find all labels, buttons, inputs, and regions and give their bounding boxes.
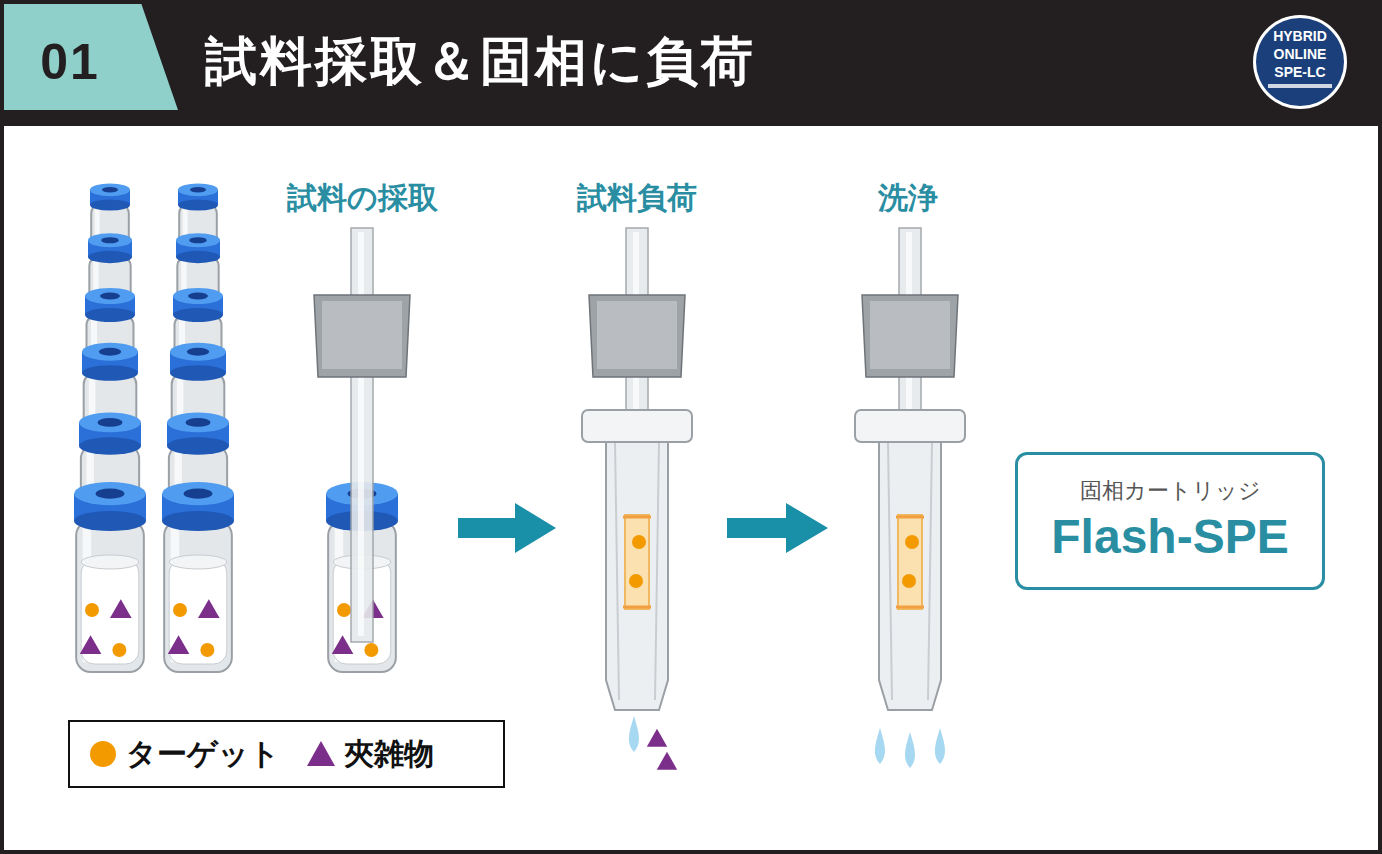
product-box: 固相カートリッジ Flash-SPE bbox=[1015, 452, 1325, 590]
logo-text: SPE-LC bbox=[1274, 65, 1325, 80]
flow-arrows bbox=[458, 503, 828, 553]
legend-entry: ターゲット bbox=[88, 734, 280, 775]
legend-entry: 夾雑物 bbox=[306, 734, 434, 775]
box-subtitle: 固相カートリッジ bbox=[1080, 478, 1261, 503]
step-number: 01 bbox=[40, 35, 100, 90]
logo-text: ONLINE bbox=[1274, 47, 1327, 62]
page-title: 試料採取＆固相に負荷 bbox=[205, 33, 756, 90]
circle-symbol bbox=[88, 739, 118, 769]
triangle-symbol bbox=[306, 739, 336, 769]
sampling-probe bbox=[314, 228, 410, 672]
step-label: 試料の採取 bbox=[287, 181, 438, 214]
header-bar bbox=[0, 0, 1382, 126]
step-label: 試料負荷 bbox=[577, 181, 697, 214]
legend: ターゲット 夾雑物 bbox=[68, 720, 505, 788]
cartridges bbox=[582, 228, 965, 770]
vials bbox=[74, 183, 234, 672]
number-tab bbox=[0, 0, 178, 110]
legend-text: 夾雑物 bbox=[344, 734, 434, 775]
box-heading: Flash-SPE bbox=[1051, 509, 1288, 564]
legend-text: ターゲット bbox=[126, 734, 280, 775]
logo bbox=[1253, 15, 1347, 109]
logo-text: HYBRID bbox=[1273, 29, 1327, 44]
step-label: 洗浄 bbox=[878, 181, 938, 214]
